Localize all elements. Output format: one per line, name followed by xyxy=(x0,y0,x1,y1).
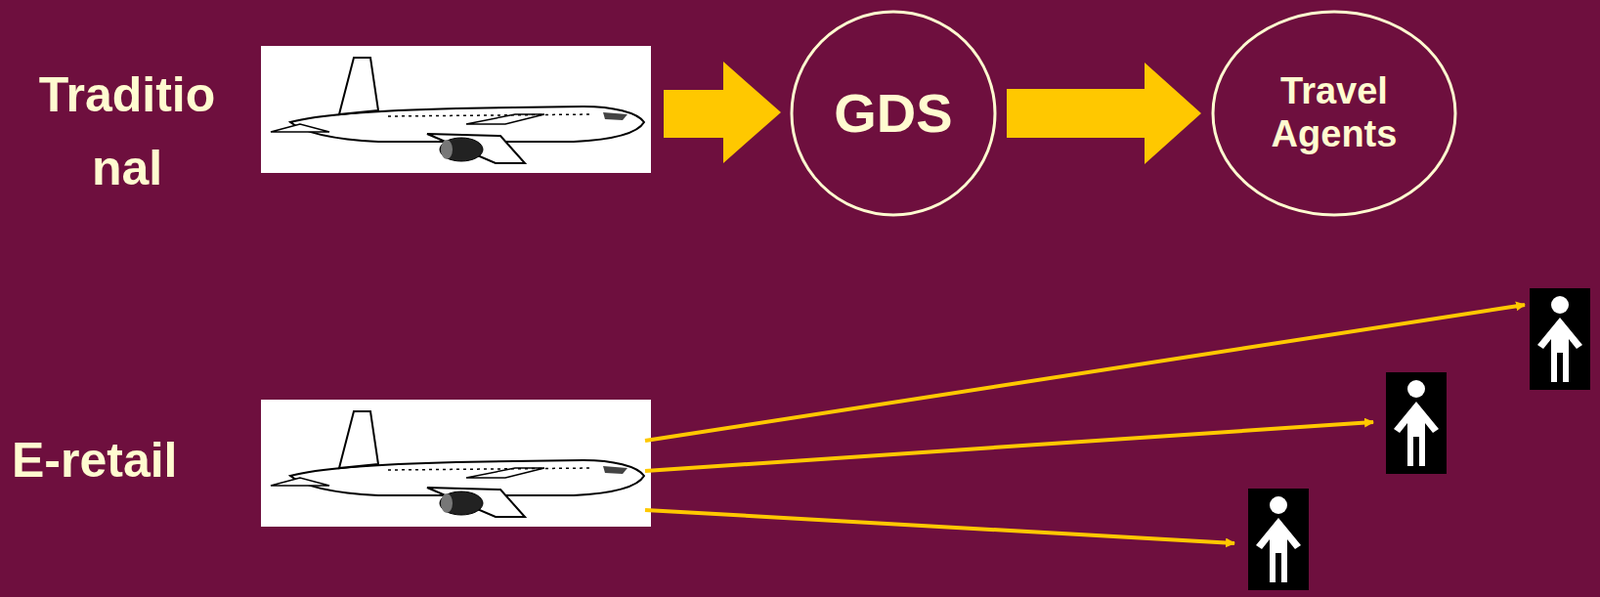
row-label: Traditio nal xyxy=(9,58,245,206)
block-arrow xyxy=(663,61,781,164)
arrow-line xyxy=(645,510,1235,544)
block-arrow xyxy=(1006,62,1202,165)
arrow-line xyxy=(645,422,1374,472)
ellipse-node: Travel Agents xyxy=(1210,9,1458,217)
airplane xyxy=(260,399,651,527)
row-label: E-retail xyxy=(11,424,257,498)
person-icon xyxy=(1248,488,1309,591)
person-icon xyxy=(1529,288,1591,390)
airplane xyxy=(260,45,651,173)
ellipse-node: GDS xyxy=(789,9,997,217)
node-text: Travel Agents xyxy=(1257,70,1411,156)
node-text: GDS xyxy=(833,82,952,145)
person-icon xyxy=(1385,372,1447,475)
